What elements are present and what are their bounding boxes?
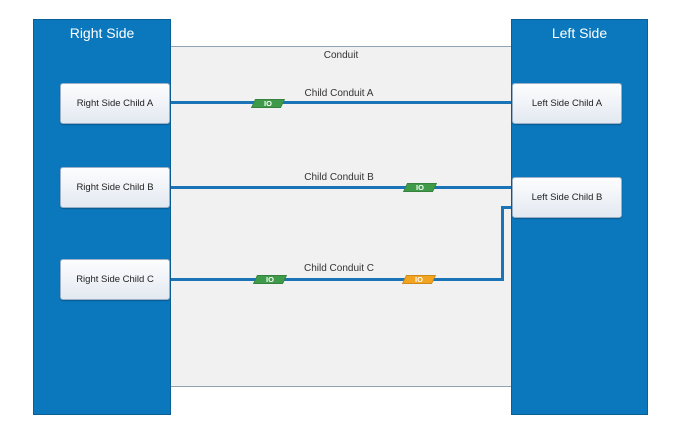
wire-child-conduit-c [168, 278, 504, 281]
wire-child-conduit-b [168, 186, 514, 189]
wire-child-conduit-a [168, 101, 514, 104]
right-side-panel: Right Side [33, 19, 171, 415]
child-conduit-b-label: Child Conduit B [304, 172, 374, 183]
right-side-child-a[interactable]: Right Side Child A [60, 83, 170, 124]
right-side-title: Right Side [69, 25, 135, 41]
wire-child-conduit-c-vertical [501, 206, 504, 281]
left-side-child-b[interactable]: Left Side Child B [512, 177, 622, 218]
io-badge-conduit-b[interactable]: IO [402, 183, 438, 192]
child-conduit-a-label: Child Conduit A [304, 88, 374, 99]
left-side-child-a[interactable]: Left Side Child A [512, 83, 622, 124]
io-badge-label: IO [415, 275, 423, 284]
io-badge-label: IO [264, 99, 272, 108]
io-badge-conduit-c-orange[interactable]: IO [401, 275, 437, 284]
right-side-child-c[interactable]: Right Side Child C [60, 259, 170, 300]
io-badge-conduit-a[interactable]: IO [250, 99, 286, 108]
io-badge-label: IO [266, 275, 274, 284]
conduit-title: Conduit [323, 50, 359, 61]
right-side-child-b[interactable]: Right Side Child B [60, 167, 170, 208]
io-badge-conduit-c-green[interactable]: IO [252, 275, 288, 284]
left-side-title: Left Side [551, 25, 608, 41]
io-badge-label: IO [416, 183, 424, 192]
child-conduit-c-label: Child Conduit C [303, 263, 375, 274]
wire-child-conduit-c-stub [501, 206, 514, 209]
